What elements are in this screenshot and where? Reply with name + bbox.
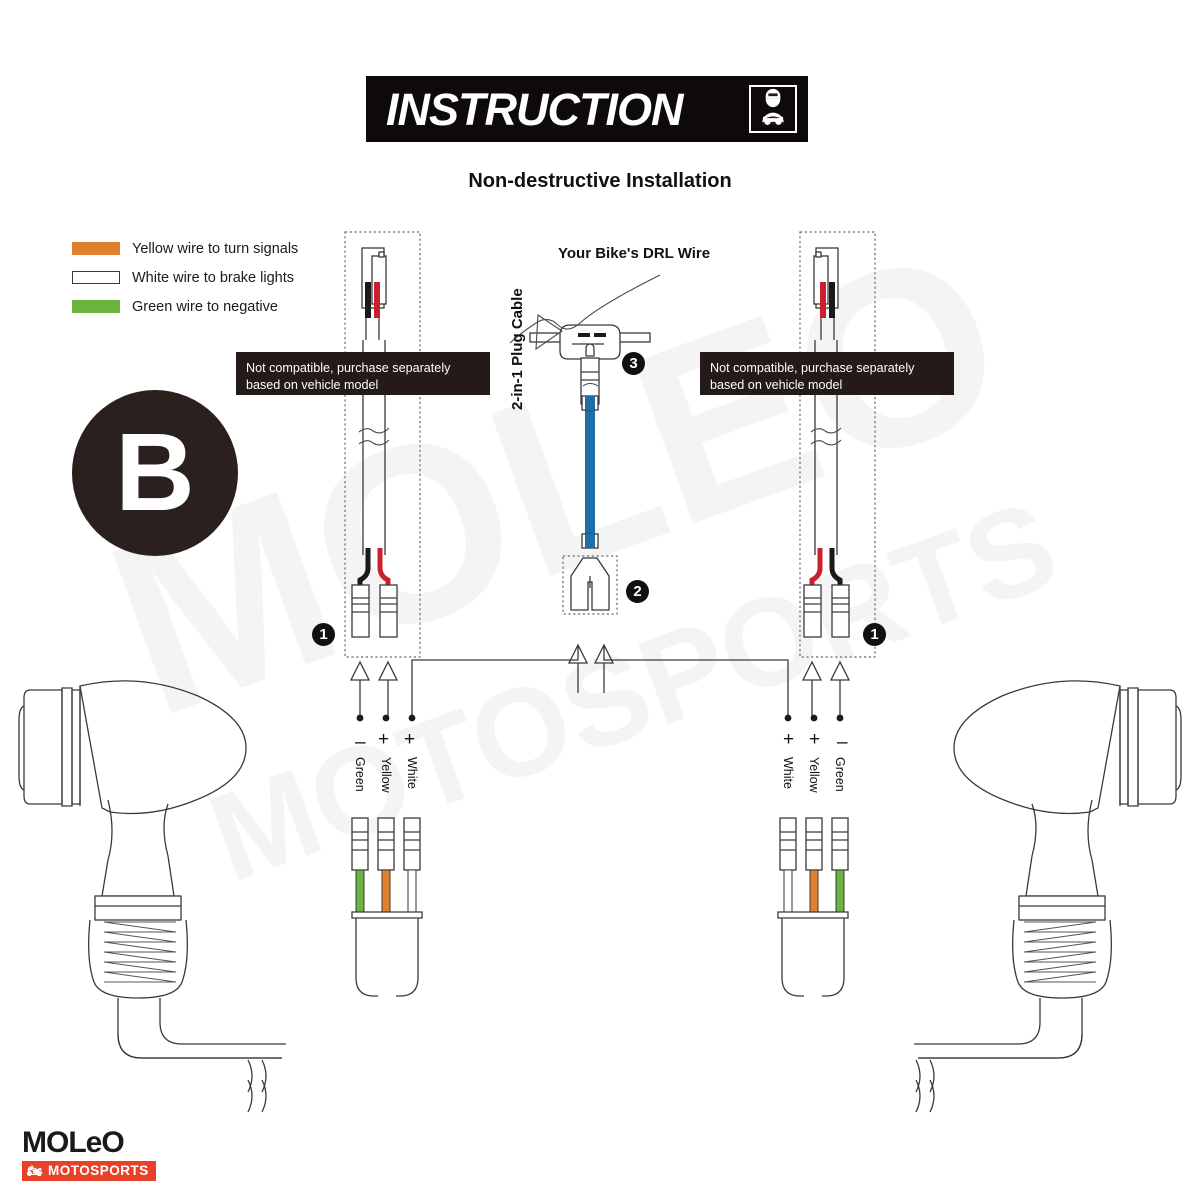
polarity-sign: + bbox=[404, 729, 416, 750]
legend-label: White wire to brake lights bbox=[132, 269, 294, 286]
step-badge-two: 2 bbox=[626, 580, 649, 603]
wire-label: Green bbox=[833, 757, 847, 792]
wire-label: Green bbox=[353, 757, 367, 792]
legend-item: White wire to brake lights bbox=[72, 265, 298, 290]
legend-label: Green wire to negative bbox=[132, 298, 278, 315]
two-in-one-splitter bbox=[562, 555, 618, 615]
step-badge-one-left: 1 bbox=[312, 623, 335, 646]
drl-callout-arrow bbox=[509, 274, 661, 351]
wire-label: Yellow bbox=[807, 757, 821, 793]
brand-name: MOLeO bbox=[22, 1126, 125, 1159]
right-incompatible-note: Not compatible, purchase separately base… bbox=[700, 352, 954, 395]
left-lamp-pigtail bbox=[351, 817, 423, 997]
step-badge-b: B bbox=[72, 390, 238, 556]
white-swatch-icon bbox=[72, 271, 120, 284]
right-turn-signal-lamp bbox=[914, 680, 1182, 1059]
instruction-header: INSTRUCTION bbox=[366, 76, 808, 142]
right-lamp-pigtail bbox=[777, 817, 849, 997]
bullet-connector-pair-left bbox=[351, 584, 398, 638]
polarity-sign: + bbox=[378, 729, 390, 750]
step-badge-three: 3 bbox=[622, 352, 645, 375]
left-turn-signal-lamp bbox=[18, 680, 286, 1059]
cable-break-marks bbox=[247, 1059, 935, 1113]
page-subtitle: Non-destructive Installation bbox=[468, 170, 732, 192]
motorcycle-icon: 🏍 bbox=[27, 1164, 43, 1178]
legend-item: Yellow wire to turn signals bbox=[72, 236, 298, 261]
polarity-sign: + bbox=[783, 729, 795, 750]
signal-bus-routing bbox=[356, 645, 844, 722]
polarity-sign: – bbox=[355, 732, 366, 753]
wire-label: White bbox=[405, 757, 419, 789]
page-title: INSTRUCTION bbox=[386, 83, 683, 135]
drl-tap-group bbox=[529, 324, 651, 693]
polarity-sign: + bbox=[809, 729, 821, 750]
orange-swatch-icon bbox=[72, 242, 120, 255]
wire-label: White bbox=[781, 757, 795, 789]
plug-cable-callout: 2-in-1 Plug Cable bbox=[509, 288, 526, 410]
brand-logo: MOLeO 🏍 MOTOSPORTS bbox=[22, 1126, 156, 1182]
wire-legend: Yellow wire to turn signals White wire t… bbox=[72, 236, 298, 323]
left-incompatible-note: Not compatible, purchase separately base… bbox=[236, 352, 490, 395]
left-mating-arrows bbox=[349, 660, 399, 718]
threaded-stem-left bbox=[88, 919, 188, 999]
green-swatch-icon bbox=[72, 300, 120, 313]
brand-tagline: 🏍 MOTOSPORTS bbox=[22, 1161, 156, 1182]
legend-label: Yellow wire to turn signals bbox=[132, 240, 299, 257]
wire-label: Yellow bbox=[379, 757, 393, 793]
step-badge-one-right: 1 bbox=[863, 623, 886, 646]
drl-wire-callout: Your Bike's DRL Wire bbox=[558, 245, 711, 262]
legend-item: Green wire to negative bbox=[72, 294, 298, 319]
brand-tagline-text: MOTOSPORTS bbox=[48, 1163, 149, 1178]
bullet-connector-pair-right bbox=[803, 584, 850, 638]
right-connector-group bbox=[799, 231, 876, 658]
polarity-sign: – bbox=[837, 732, 848, 753]
left-connector-group bbox=[344, 231, 421, 658]
mechanic-icon bbox=[749, 85, 797, 133]
right-mating-arrows bbox=[801, 660, 851, 718]
